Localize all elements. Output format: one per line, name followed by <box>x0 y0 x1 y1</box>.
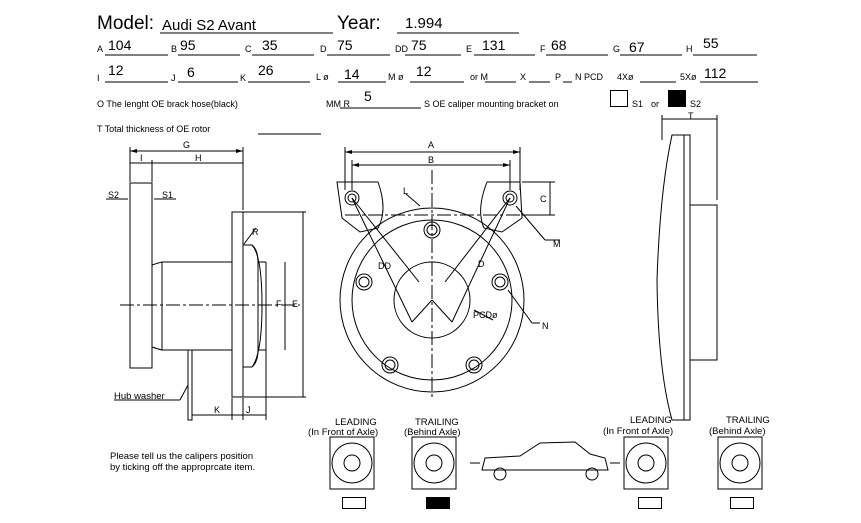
p-label: P <box>555 72 562 82</box>
s-text: S OE caliper mounting bracket on <box>424 99 559 109</box>
field-a-label: A <box>97 44 104 54</box>
dim-j-label: J <box>246 405 251 415</box>
dim-a-label: A <box>428 140 435 150</box>
field-b-value[interactable]: 95 <box>180 37 196 53</box>
dim-r-label: R <box>252 227 259 237</box>
field-k-value[interactable]: 26 <box>258 62 274 78</box>
dim-e-label: E <box>292 299 299 309</box>
model-label: Model: <box>97 13 155 34</box>
dim-k-label: K <box>214 405 221 415</box>
hub-washer-label: Hub washer <box>114 391 165 402</box>
x-label: X <box>520 72 527 82</box>
leading-label-left: LEADING <box>335 417 377 428</box>
year-label: Year: <box>337 13 381 34</box>
dim-s2-label: S2 <box>108 190 120 200</box>
model-value[interactable]: Audi S2 Avant <box>162 17 256 34</box>
leading-label-right: LEADING <box>630 415 672 426</box>
dim-g-label: G <box>183 140 191 150</box>
leading-left-checkbox[interactable] <box>342 497 366 509</box>
field-g-label: G <box>613 44 621 54</box>
leading-right-checkbox[interactable] <box>638 497 662 509</box>
field-j-label: J <box>171 73 176 83</box>
field-a-value[interactable]: 104 <box>108 37 132 53</box>
field-h-label: H <box>686 44 693 54</box>
dim-i-label: I <box>140 153 143 163</box>
trailing-label-right: TRAILING <box>726 415 770 426</box>
field-g-value[interactable]: 67 <box>629 39 645 55</box>
dim-c-label: C <box>540 194 547 204</box>
field-d-label: D <box>320 44 327 54</box>
field-e-value[interactable]: 131 <box>482 37 506 53</box>
dim-b-label: B <box>428 155 435 165</box>
pcd-value[interactable]: 112 <box>704 65 727 81</box>
field-e-label: E <box>466 44 473 54</box>
year-value[interactable]: 1.994 <box>405 15 443 32</box>
field-l-label: L ø <box>316 72 329 82</box>
dim-l-label: L <box>403 186 409 196</box>
dim-t-label: T <box>688 111 694 121</box>
field-dd-value[interactable]: 75 <box>411 37 427 53</box>
dim-dd-label: DD <box>378 261 391 271</box>
trailing-sub-right: (Behind Axle) <box>709 426 766 437</box>
t-text: T Total thickness of OE rotor <box>97 124 211 134</box>
field-j-value[interactable]: 6 <box>187 64 195 80</box>
five-x-label: 5Xø <box>680 72 697 82</box>
trailing-left-checkbox[interactable] <box>426 497 450 509</box>
leading-sub-right: (In Front of Axle) <box>603 426 674 437</box>
field-dd-label: DD <box>395 44 408 54</box>
dim-f-label: F <box>276 299 282 309</box>
dim-pcd-label: PCDø <box>473 310 498 320</box>
instruction-line-2: by ticking off the approprcate item. <box>110 462 256 473</box>
field-i-value[interactable]: 12 <box>108 62 124 78</box>
dim-h-label: H <box>195 153 202 163</box>
r-value[interactable]: 5 <box>364 88 372 104</box>
s1-label: S1 <box>632 99 644 109</box>
field-h-value[interactable]: 55 <box>703 35 719 51</box>
o-text: O The lenght OE brack hose(black) <box>97 99 238 109</box>
s1-checkbox[interactable] <box>610 90 628 107</box>
field-c-value[interactable]: 35 <box>262 37 278 53</box>
trailing-sub-left: (Behind Axle) <box>404 427 461 438</box>
or-m-label: or M <box>470 72 488 82</box>
s2-checkbox[interactable] <box>668 90 686 107</box>
leading-sub-left: (In Front of Axle) <box>308 427 379 438</box>
field-l-value[interactable]: 14 <box>344 66 360 82</box>
n-pcd-label: N PCD <box>575 72 604 82</box>
dim-s1-label: S1 <box>162 190 174 200</box>
or-label: or <box>651 99 660 109</box>
s2-label: S2 <box>690 99 702 109</box>
field-m-value[interactable]: 12 <box>416 63 432 79</box>
field-i-label: I <box>97 73 100 83</box>
four-x-label: 4Xø <box>617 72 634 82</box>
trailing-right-checkbox[interactable] <box>730 497 754 509</box>
field-d-value[interactable]: 75 <box>337 37 353 53</box>
field-f-value[interactable]: 68 <box>551 37 567 53</box>
field-m-label: M ø <box>388 72 404 82</box>
dim-n-label: N <box>542 321 549 331</box>
trailing-label-left: TRAILING <box>415 417 459 428</box>
dim-d-label: D <box>478 259 485 269</box>
dim-m-label: M <box>553 239 561 249</box>
mm-r-label: MM R <box>326 99 350 109</box>
field-b-label: B <box>171 44 178 54</box>
field-k-label: K <box>240 73 247 83</box>
instruction-line-1: Please tell us the calipers position <box>110 451 254 462</box>
field-c-label: C <box>245 44 252 54</box>
field-f-label: F <box>540 44 546 54</box>
